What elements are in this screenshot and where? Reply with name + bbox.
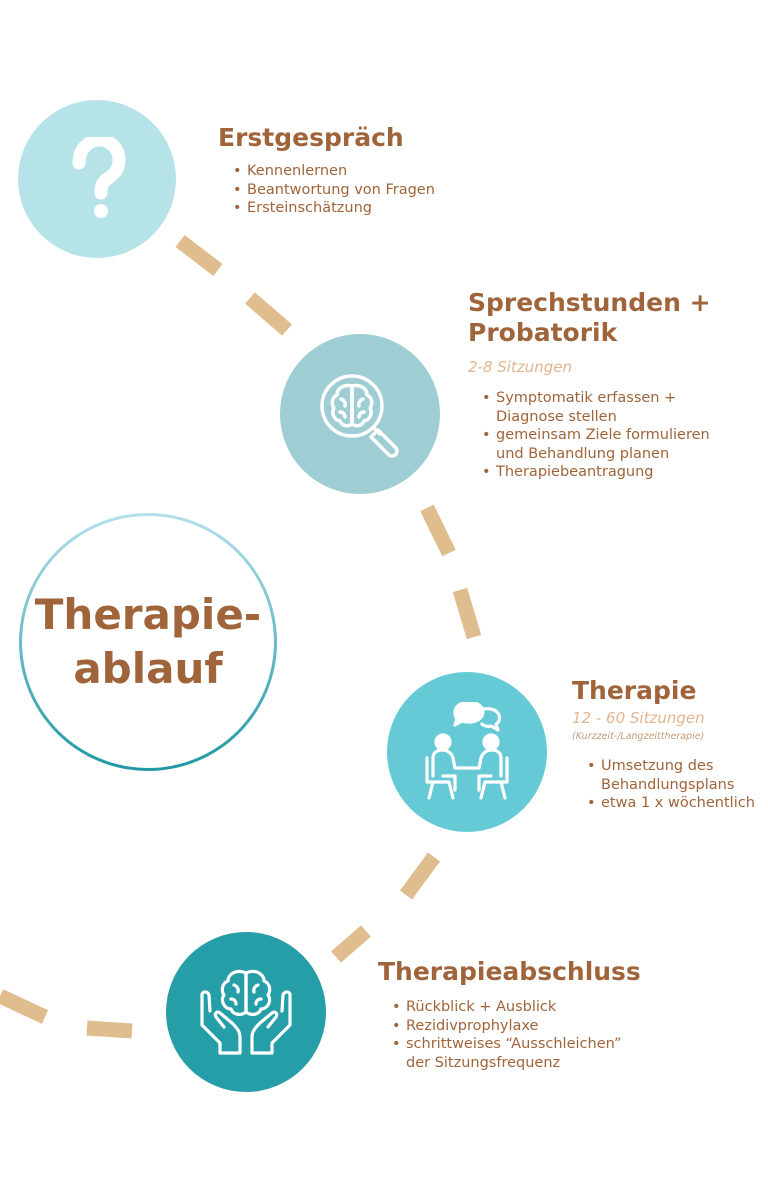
step-2-title-line1: Sprechstunden + [468,288,711,317]
path-dash [420,504,456,557]
list-item: Kennenlernen [231,162,435,181]
list-item: Umsetzung des [585,757,755,776]
step-2-bullets: Symptomatik erfassen + Diagnose stellen … [480,389,710,482]
step-1-circle [18,100,176,258]
path-dash [245,292,292,336]
list-item: Behandlungsplans [601,776,735,793]
brain-hands-icon [200,969,292,1055]
main-title-line2: ablauf [73,644,223,693]
path-dash [399,852,441,900]
step-3-circle [387,672,547,832]
list-item: und Behandlung planen [496,445,670,462]
step-2-subtitle: 2-8 Sitzungen [468,358,572,376]
path-dash [86,1020,133,1039]
list-item: Ersteinschätzung [231,199,435,218]
path-dash [452,587,482,640]
list-item: gemeinsam Ziele formulieren [480,426,710,445]
list-item: Diagnose stellen [496,408,617,425]
step-1-title: Erstgespräch [218,123,404,152]
main-title-ring: Therapie- ablauf [19,513,277,771]
brain-magnifier-icon [320,374,399,458]
step-4-title: Therapieabschluss [378,957,641,986]
step-3-title: Therapie [572,676,697,705]
conversation-icon [425,702,509,800]
list-item: schrittweises “Ausschleichen” [390,1035,622,1054]
list-item: Symptomatik erfassen + [480,389,710,408]
question-mark-icon [72,137,126,218]
step-2-circle [280,334,440,494]
main-title: Therapie- ablauf [35,588,261,696]
step-1-bullets: Kennenlernen Beantwortung von Fragen Ers… [231,162,435,218]
step-3-subtitle: 12 - 60 Sitzungen [572,709,705,727]
list-item: etwa 1 x wöchentlich [585,794,755,813]
step-2-title: Sprechstunden + Probatorik [468,288,711,348]
step-3-bullets: Umsetzung des Behandlungsplans etwa 1 x … [585,757,755,813]
path-dash [331,925,371,963]
list-item: Rückblick + Ausblick [390,998,622,1017]
list-item: Rezidivprophylaxe [390,1017,622,1036]
step-4-circle [166,932,326,1092]
step-2-title-line2: Probatorik [468,318,618,347]
list-item: der Sitzungsfrequenz [406,1054,561,1071]
list-item: Beantwortung von Fragen [231,181,435,200]
step-4-bullets: Rückblick + Ausblick Rezidivprophylaxe s… [390,998,622,1072]
path-dash [175,235,223,276]
main-title-ring-inner: Therapie- ablauf [22,516,274,768]
list-item: Therapiebeantragung [480,463,710,482]
main-title-line1: Therapie- [34,590,262,639]
path-dash [0,989,49,1024]
step-3-subtitle-small: (Kurzzeit-/Langzeittherapie) [572,731,705,742]
